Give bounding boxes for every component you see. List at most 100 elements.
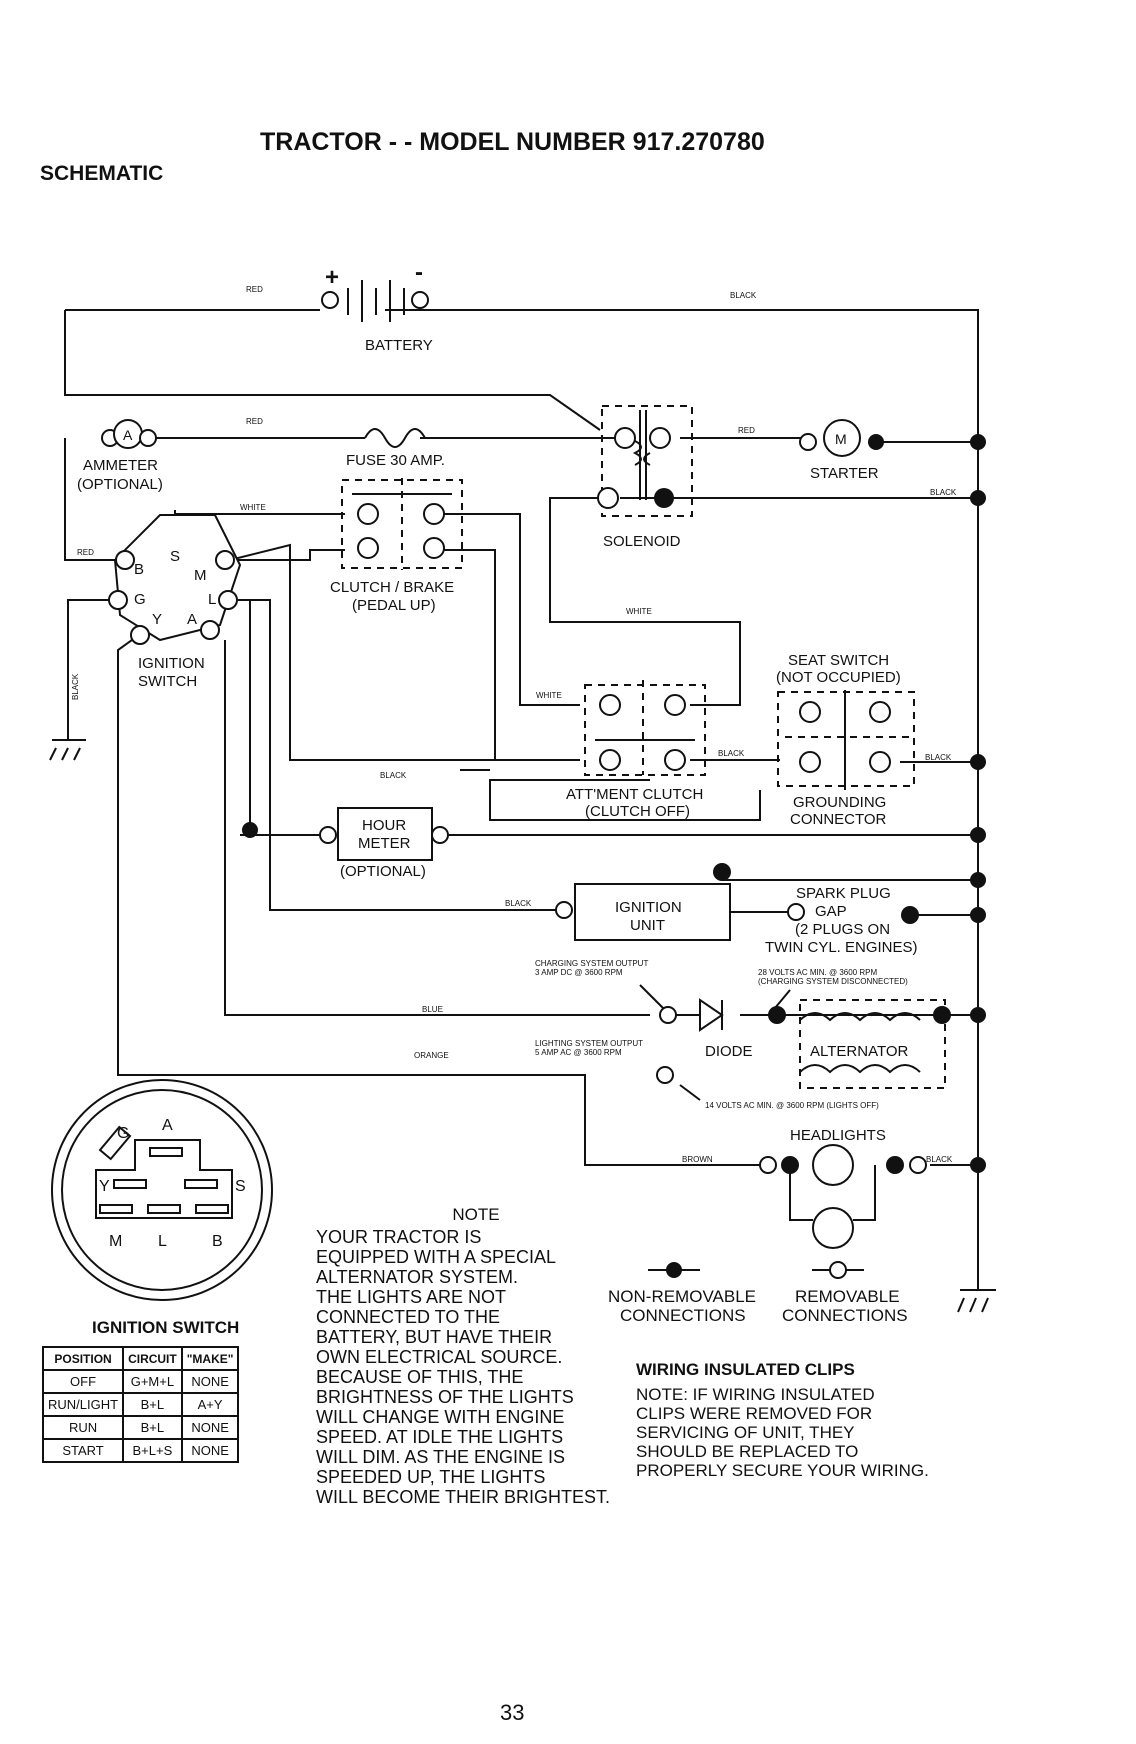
grounding-label-2: CONNECTOR [790, 811, 887, 828]
table-row: RUN B+L NONE [41, 1415, 240, 1440]
table-row: RUN/LIGHT B+L A+Y [41, 1392, 240, 1417]
ammeter-optional: (OPTIONAL) [77, 476, 163, 493]
legend-removable-2: CONNECTIONS [782, 1306, 908, 1325]
headlights-label: HEADLIGHTS [790, 1127, 886, 1144]
ground-symbol-left [49, 739, 86, 761]
battery-label: BATTERY [365, 337, 433, 354]
ignition-switch-label-1: IGNITION [138, 655, 205, 672]
clips-line: SHOULD BE REPLACED TO [636, 1442, 859, 1461]
grounding-label-1: GROUNDING [793, 794, 886, 811]
term-a: A [187, 611, 197, 628]
hour-meter-optional: (OPTIONAL) [340, 863, 426, 880]
note-line: EQUIPPED WITH A SPECIAL [316, 1247, 557, 1267]
svg-text:RED: RED [246, 285, 263, 294]
svg-text:ORANGE: ORANGE [414, 1051, 449, 1060]
ignition-switch-plug: G A Y S M L B [51, 1079, 273, 1301]
lighting-output-1: LIGHTING SYSTEM OUTPUT [535, 1039, 643, 1048]
clips-line: NOTE: IF WIRING INSULATED [636, 1385, 875, 1404]
diode-label: DIODE [705, 1043, 753, 1060]
legend-nonremovable-2: CONNECTIONS [620, 1306, 746, 1325]
term-m: M [194, 567, 207, 584]
plug-m: M [109, 1233, 122, 1250]
clips-line: PROPERLY SECURE YOUR WIRING. [636, 1461, 929, 1480]
solenoid: SOLENOID [597, 405, 693, 550]
fuse: FUSE 30 AMP. [346, 428, 445, 469]
solenoid-label: SOLENOID [603, 533, 681, 550]
note-line: YOUR TRACTOR IS [316, 1227, 482, 1247]
svg-text:WHITE: WHITE [240, 503, 266, 512]
wires [64, 309, 979, 1290]
clutch-brake-switch: CLUTCH / BRAKE (PEDAL UP) [330, 478, 463, 614]
volts14-label: 14 VOLTS AC MIN. @ 3600 RPM (LIGHTS OFF) [705, 1101, 879, 1110]
seat-switch-sub: (NOT OCCUPIED) [776, 669, 901, 686]
term-s: S [170, 548, 180, 565]
plug-l: L [158, 1233, 167, 1250]
ignition-table-caption: IGNITION SWITCH [92, 1318, 240, 1337]
section-title: SCHEMATIC [40, 162, 163, 185]
svg-text:BLACK: BLACK [71, 673, 80, 700]
connection-legend: NON-REMOVABLE CONNECTIONS REMOVABLE CONN… [608, 1261, 908, 1325]
note-line: THE LIGHTS ARE NOT [316, 1287, 507, 1307]
plug-g: G [117, 1125, 129, 1142]
svg-text:BLACK: BLACK [925, 753, 952, 762]
clips-title: WIRING INSULATED CLIPS [636, 1360, 855, 1379]
note-title: NOTE [452, 1205, 500, 1224]
clutch-brake-label: CLUTCH / BRAKE [330, 579, 454, 596]
battery-plus: + [325, 264, 339, 291]
seat-switch-label: SEAT SWITCH [788, 652, 889, 669]
note-line: SPEEDED UP, THE LIGHTS [316, 1467, 546, 1487]
table-header: POSITION [41, 1346, 125, 1371]
legend-nonremovable-1: NON-REMOVABLE [608, 1287, 756, 1306]
starter-symbol: M [835, 431, 847, 447]
clutch-brake-sub: (PEDAL UP) [352, 597, 436, 614]
svg-text:WHITE: WHITE [536, 691, 562, 700]
wiring-clips-note: WIRING INSULATED CLIPS NOTE: IF WIRING I… [636, 1360, 956, 1480]
attachment-clutch-label: ATT'MENT CLUTCH [566, 786, 703, 803]
note-line: WILL DIM. AS THE ENGINE IS [316, 1447, 566, 1467]
charging-output-1: CHARGING SYSTEM OUTPUT [535, 959, 648, 968]
note-block: NOTE YOUR TRACTOR IS EQUIPPED WITH A SPE… [316, 1205, 636, 1507]
diode: DIODE [659, 998, 951, 1060]
term-l: L [208, 591, 216, 608]
battery-minus: - [415, 259, 423, 286]
legend-removable-1: REMOVABLE [795, 1287, 900, 1306]
svg-text:BLACK: BLACK [730, 291, 757, 300]
ammeter-label: AMMETER [83, 457, 158, 474]
note-line: BECAUSE OF THIS, THE [316, 1367, 524, 1387]
lighting-output-2: 5 AMP AC @ 3600 RPM [535, 1048, 622, 1057]
clips-line: SERVICING OF UNIT, THEY [636, 1423, 855, 1442]
spark-plug-label-4: TWIN CYL. ENGINES) [765, 939, 918, 956]
svg-text:BLACK: BLACK [926, 1155, 953, 1164]
page-title: TRACTOR - - MODEL NUMBER 917.270780 [260, 128, 765, 156]
ammeter: A AMMETER (OPTIONAL) [77, 419, 163, 493]
note-line: WILL CHANGE WITH ENGINE [316, 1407, 565, 1427]
note-line: BRIGHTNESS OF THE LIGHTS [316, 1387, 574, 1407]
ammeter-symbol: A [123, 427, 133, 443]
ignition-unit-label-1: IGNITION [615, 899, 682, 916]
attachment-clutch-switch: ATT'MENT CLUTCH (CLUTCH OFF) [566, 680, 706, 820]
svg-text:BLUE: BLUE [422, 1005, 443, 1014]
ignition-switch-table: POSITION CIRCUIT "MAKE" OFF G+M+L NONE R… [41, 1346, 240, 1463]
ground-symbol-right [957, 1289, 996, 1313]
plug-b: B [212, 1233, 223, 1250]
svg-text:BLACK: BLACK [930, 488, 957, 497]
svg-text:RED: RED [77, 548, 94, 557]
note-line: SPEED. AT IDLE THE LIGHTS [316, 1427, 564, 1447]
svg-text:BROWN: BROWN [682, 1155, 713, 1164]
spark-plug-label-1: SPARK PLUG [796, 885, 891, 902]
ignition-unit: IGNITION UNIT SPARK PLUG GAP (2 PLUGS ON… [555, 863, 919, 956]
hour-meter-label-2: METER [358, 835, 411, 852]
attachment-clutch-sub: (CLUTCH OFF) [585, 803, 690, 820]
svg-text:WHITE: WHITE [626, 607, 652, 616]
ignition-unit-label-2: UNIT [630, 917, 665, 934]
starter: M STARTER [799, 419, 884, 482]
alternator-label: ALTERNATOR [810, 1043, 909, 1060]
junction-dots [970, 434, 986, 1173]
note-line: BATTERY, BUT HAVE THEIR [316, 1327, 553, 1347]
headlights: HEADLIGHTS [759, 1127, 927, 1249]
charging-output-2: 3 AMP DC @ 3600 RPM [535, 968, 623, 977]
ignition-switch-label-2: SWITCH [138, 673, 197, 690]
svg-text:RED: RED [738, 426, 755, 435]
svg-text:RED: RED [246, 417, 263, 426]
